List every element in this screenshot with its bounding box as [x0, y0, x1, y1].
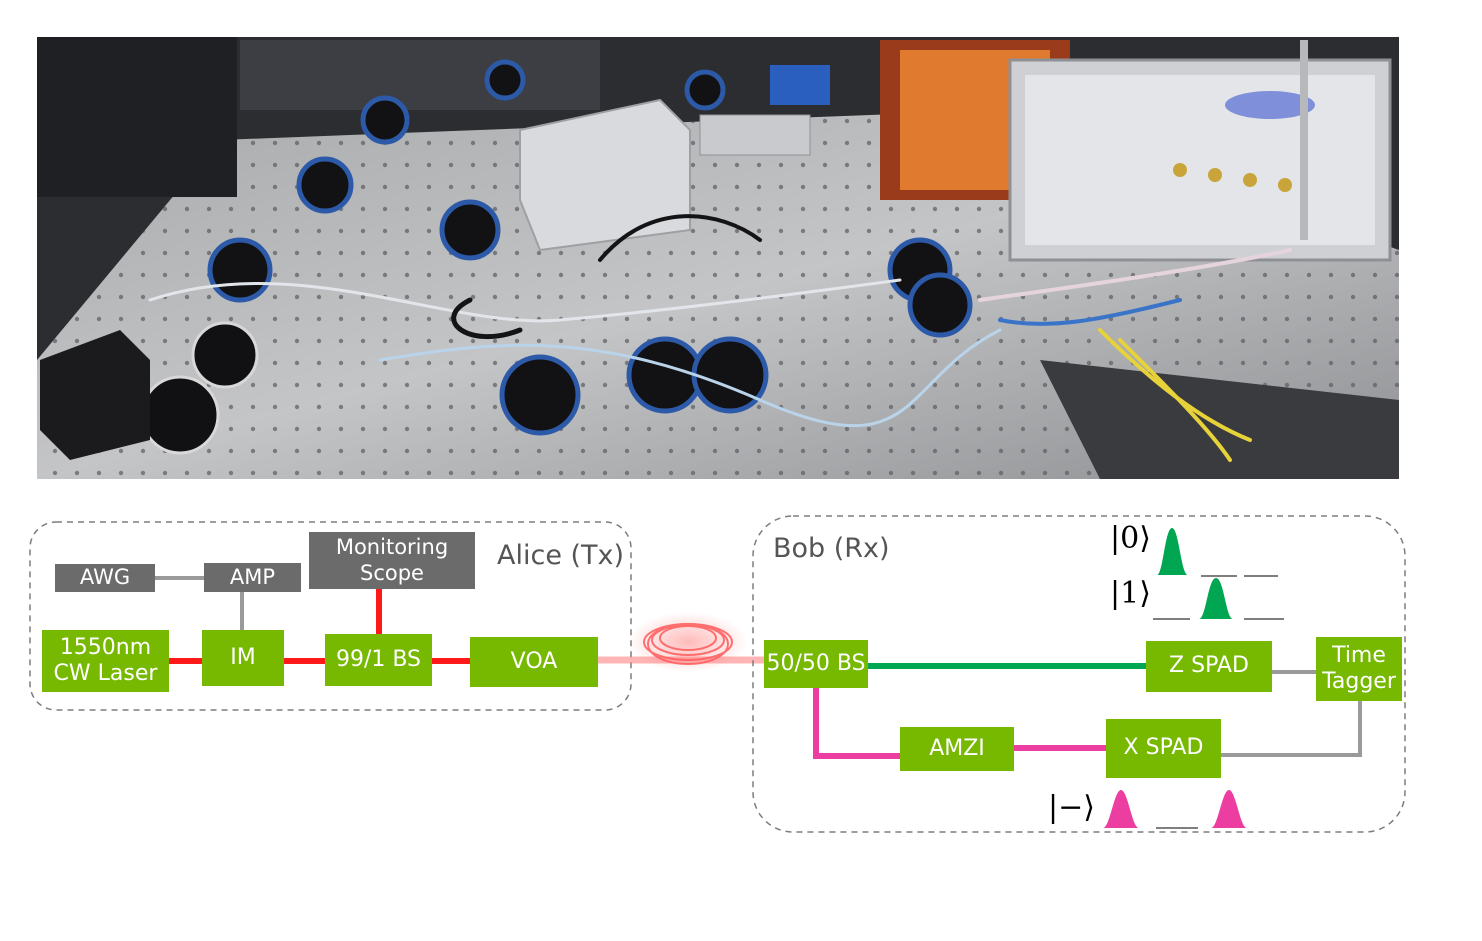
bob-group	[752, 515, 1406, 833]
fiber-link	[598, 612, 764, 672]
alice-label: Alice (Tx)	[497, 540, 625, 571]
time-tagger-block: Time Tagger	[1316, 637, 1402, 701]
amp-block: AMP	[204, 563, 301, 592]
im-block: IM	[202, 630, 284, 686]
ket-1-label: |1⟩	[1110, 576, 1151, 611]
ket-minus-label: |−⟩	[1048, 790, 1095, 825]
x-spad-block: X SPAD	[1106, 719, 1221, 778]
lab-photo	[37, 37, 1399, 479]
x-basis-pulses	[1103, 790, 1247, 829]
beamsplitter-99-1-block: 99/1 BS	[325, 634, 432, 686]
laser-block: 1550nm CW Laser	[42, 630, 169, 692]
amzi-block: AMZI	[900, 727, 1014, 771]
voa-block: VOA	[470, 637, 598, 687]
bob-label: Bob (Rx)	[773, 533, 890, 564]
z-spad-block: Z SPAD	[1146, 641, 1272, 692]
beamsplitter-50-50-block: 50/50 BS	[764, 640, 868, 688]
alice-group	[29, 521, 632, 711]
awg-block: AWG	[55, 564, 155, 592]
monitoring-scope-block: Monitoring Scope	[309, 532, 475, 589]
ket-0-label: |0⟩	[1110, 521, 1151, 556]
z-basis-pulses	[1153, 528, 1284, 620]
